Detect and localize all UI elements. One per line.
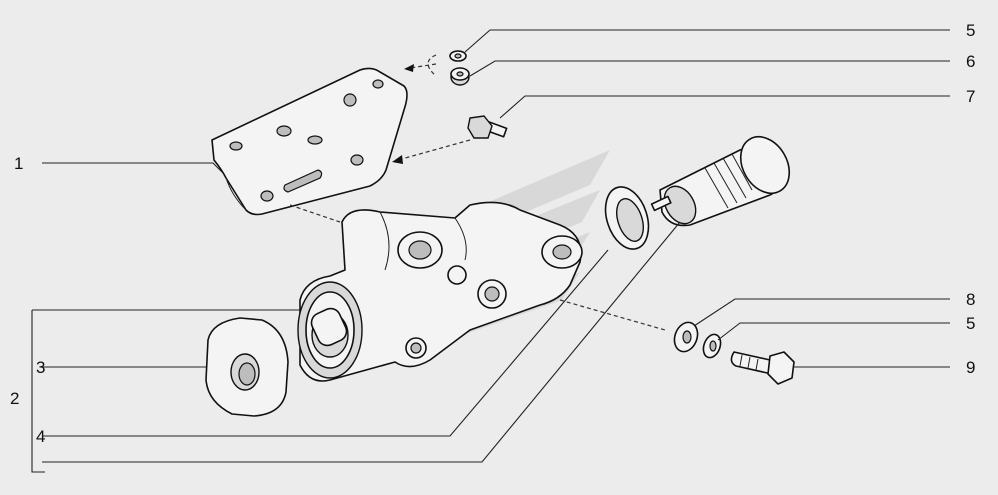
callout-5-top: 5 — [966, 21, 975, 40]
part-valve-body — [297, 201, 583, 382]
callout-9: 9 — [966, 358, 975, 377]
callout-5-bottom: 5 — [966, 314, 975, 333]
callout-7: 7 — [966, 87, 975, 106]
part-small-bolt — [467, 115, 508, 139]
leader-lines — [31, 29, 950, 473]
callout-6: 6 — [966, 52, 975, 71]
part-cap — [205, 317, 289, 417]
part-flat-washer — [673, 321, 699, 353]
assembly-line-nut — [427, 54, 437, 77]
part-bracket-plate — [211, 67, 408, 216]
arrow-head-2 — [392, 155, 403, 164]
part-nut — [450, 67, 470, 86]
assembly-arrow-nut — [409, 63, 437, 69]
callout-3: 3 — [36, 358, 45, 377]
part-lock-washer — [702, 333, 722, 359]
part-hex-bolt — [730, 351, 795, 385]
callout-8: 8 — [966, 290, 975, 309]
part-valve-cartridge — [650, 135, 791, 227]
part-washer-top — [449, 50, 467, 62]
part-o-ring — [604, 186, 650, 250]
assembly-line-body — [289, 204, 341, 223]
callout-1: 1 — [14, 154, 23, 173]
assembly-arrow-bolt — [397, 139, 471, 161]
assembly-line-washer — [559, 299, 666, 331]
arrow-head-1 — [404, 64, 414, 72]
callout-4: 4 — [36, 427, 45, 446]
callout-2: 2 — [10, 389, 19, 408]
